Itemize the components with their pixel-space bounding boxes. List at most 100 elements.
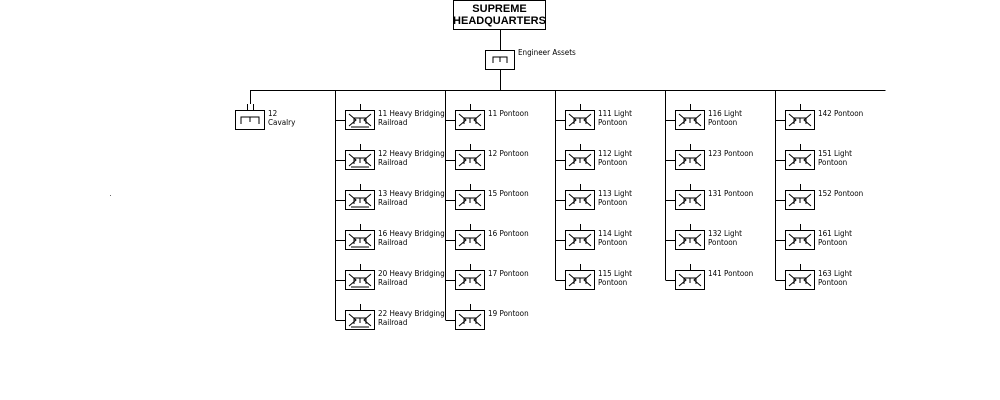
unit-label-line2: Pontoon xyxy=(598,198,628,207)
pontoon-unit-symbol xyxy=(675,270,705,290)
cavalry-unit-label: 12 Cavalry xyxy=(268,109,295,127)
bridging-unit-symbol xyxy=(345,310,375,330)
hq-title-line2: HEADQUARTERS xyxy=(453,15,546,27)
unit-label-line2: Pontoon xyxy=(818,278,848,287)
pontoon-unit-symbol xyxy=(675,150,705,170)
unit-label: 123 Pontoon xyxy=(708,149,753,158)
unit-label: 15 Pontoon xyxy=(488,189,529,198)
unit-label: 19 Pontoon xyxy=(488,309,529,318)
pontoon-unit-symbol xyxy=(785,150,815,170)
bridging-unit-symbol xyxy=(345,110,375,130)
bridging-unit-symbol xyxy=(345,270,375,290)
pontoon-unit-symbol xyxy=(565,110,595,130)
unit-label-line1: 131 Pontoon xyxy=(708,189,754,198)
unit-label-line2: Pontoon xyxy=(598,238,628,247)
unit-label-line1: 16 Heavy Bridging xyxy=(378,229,445,238)
engineer-assets-label: Engineer Assets xyxy=(518,48,576,57)
pontoon-unit-symbol xyxy=(785,190,815,210)
unit-label-line1: 115 Light xyxy=(598,269,632,278)
unit-label-line1: 111 Light xyxy=(598,109,632,118)
unit-label-line1: 163 Light xyxy=(818,269,852,278)
unit-label-line2: Railroad xyxy=(378,118,408,127)
cavalry-unit-number: 12 xyxy=(268,109,278,118)
pontoon-unit-symbol xyxy=(565,270,595,290)
unit-label-line2: Pontoon xyxy=(818,238,848,247)
unit-label-line2: Pontoon xyxy=(598,158,628,167)
pontoon-unit-symbol xyxy=(675,110,705,130)
pontoon-unit-symbol xyxy=(675,230,705,250)
unit-label-line1: 142 Pontoon xyxy=(818,109,864,118)
unit-label-line1: 152 Pontoon xyxy=(818,189,864,198)
unit-label: 141 Pontoon xyxy=(708,269,753,278)
unit-label: 142 Pontoon xyxy=(818,109,863,118)
unit-label: 131 Pontoon xyxy=(708,189,753,198)
bridging-unit-symbol xyxy=(345,150,375,170)
unit-label-line2: Pontoon xyxy=(708,238,738,247)
unit-label-line1: 19 Pontoon xyxy=(488,309,529,318)
pontoon-unit-symbol xyxy=(785,270,815,290)
unit-label-line1: 20 Heavy Bridging xyxy=(378,269,445,278)
unit-label-line1: 17 Pontoon xyxy=(488,269,529,278)
bridging-unit-symbol xyxy=(345,230,375,250)
cavalry-unit-symbol xyxy=(235,110,265,130)
unit-label-line2: Pontoon xyxy=(598,118,628,127)
unit-label-line1: 114 Light xyxy=(598,229,632,238)
hq-title-line1: SUPREME xyxy=(472,3,527,15)
unit-label: 152 Pontoon xyxy=(818,189,863,198)
unit-label-line2: Pontoon xyxy=(708,118,738,127)
unit-label-line1: 15 Pontoon xyxy=(488,189,529,198)
unit-label-line1: 113 Light xyxy=(598,189,632,198)
pontoon-unit-symbol xyxy=(455,110,485,130)
unit-label: 11 Pontoon xyxy=(488,109,529,118)
pontoon-unit-symbol xyxy=(455,150,485,170)
unit-label-line2: Pontoon xyxy=(598,278,628,287)
unit-label-line1: 112 Light xyxy=(598,149,632,158)
cavalry-unit-name: Cavalry xyxy=(268,118,296,127)
unit-label-line1: 16 Pontoon xyxy=(488,229,529,238)
unit-label-line1: 13 Heavy Bridging xyxy=(378,189,445,198)
pontoon-unit-symbol xyxy=(675,190,705,210)
pontoon-unit-symbol xyxy=(455,190,485,210)
pontoon-unit-symbol xyxy=(455,310,485,330)
pontoon-unit-symbol xyxy=(455,230,485,250)
unit-label-line2: Railroad xyxy=(378,198,408,207)
supreme-headquarters-box: SUPREME HEADQUARTERS xyxy=(453,0,546,30)
unit-label-line1: 141 Pontoon xyxy=(708,269,754,278)
pontoon-unit-symbol xyxy=(455,270,485,290)
pontoon-unit-symbol xyxy=(785,230,815,250)
unit-label-line2: Railroad xyxy=(378,158,408,167)
unit-label: 12 Pontoon xyxy=(488,149,529,158)
unit-label-line1: 12 Heavy Bridging xyxy=(378,149,445,158)
unit-label-line2: Pontoon xyxy=(818,158,848,167)
unit-label-line2: Railroad xyxy=(378,318,408,327)
unit-label-line1: 22 Heavy Bridging xyxy=(378,309,445,318)
pontoon-unit-symbol xyxy=(565,190,595,210)
unit-label-line2: Railroad xyxy=(378,278,408,287)
unit-label-line1: 161 Light xyxy=(818,229,852,238)
unit-label-line1: 151 Light xyxy=(818,149,852,158)
unit-label-line2: Railroad xyxy=(378,238,408,247)
unit-label: 16 Pontoon xyxy=(488,229,529,238)
unit-label-line1: 116 Light xyxy=(708,109,742,118)
unit-label-line1: 11 Heavy Bridging xyxy=(378,109,445,118)
engineer-assets-symbol xyxy=(485,50,515,70)
unit-label-line1: 11 Pontoon xyxy=(488,109,529,118)
